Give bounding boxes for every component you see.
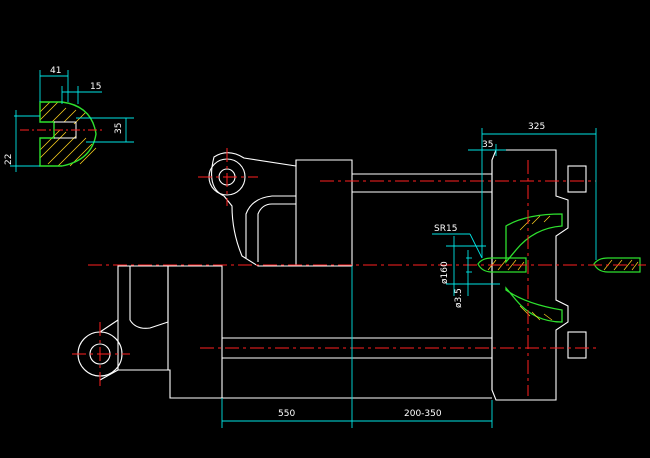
dim-sr15-label: SR15 xyxy=(434,224,457,234)
dim-35-nozzle-label: 35 xyxy=(482,140,493,150)
nozzle-seat-section xyxy=(505,213,563,323)
dim-41-label: 41 xyxy=(50,66,61,76)
fixed-platen xyxy=(491,149,569,401)
dim-d35-label: ø3.5 xyxy=(454,288,464,308)
dim-200-350-label: 200-350 xyxy=(404,409,442,419)
dimension-lines xyxy=(221,128,597,428)
detail-outline xyxy=(39,101,97,167)
dim-35-label: 35 xyxy=(114,123,124,134)
dim-325-label: 325 xyxy=(528,122,545,132)
dim-15-label: 15 xyxy=(90,82,101,92)
dim-550-label: 550 xyxy=(278,409,295,419)
clamp-unit xyxy=(77,149,587,401)
dim-22-label: 22 xyxy=(4,154,14,165)
toggle-upper-link xyxy=(211,152,353,267)
detail-section: 41 15 35 22 xyxy=(4,66,134,172)
centerlines xyxy=(72,148,646,396)
dim-d160-label: ø160 xyxy=(440,261,450,284)
